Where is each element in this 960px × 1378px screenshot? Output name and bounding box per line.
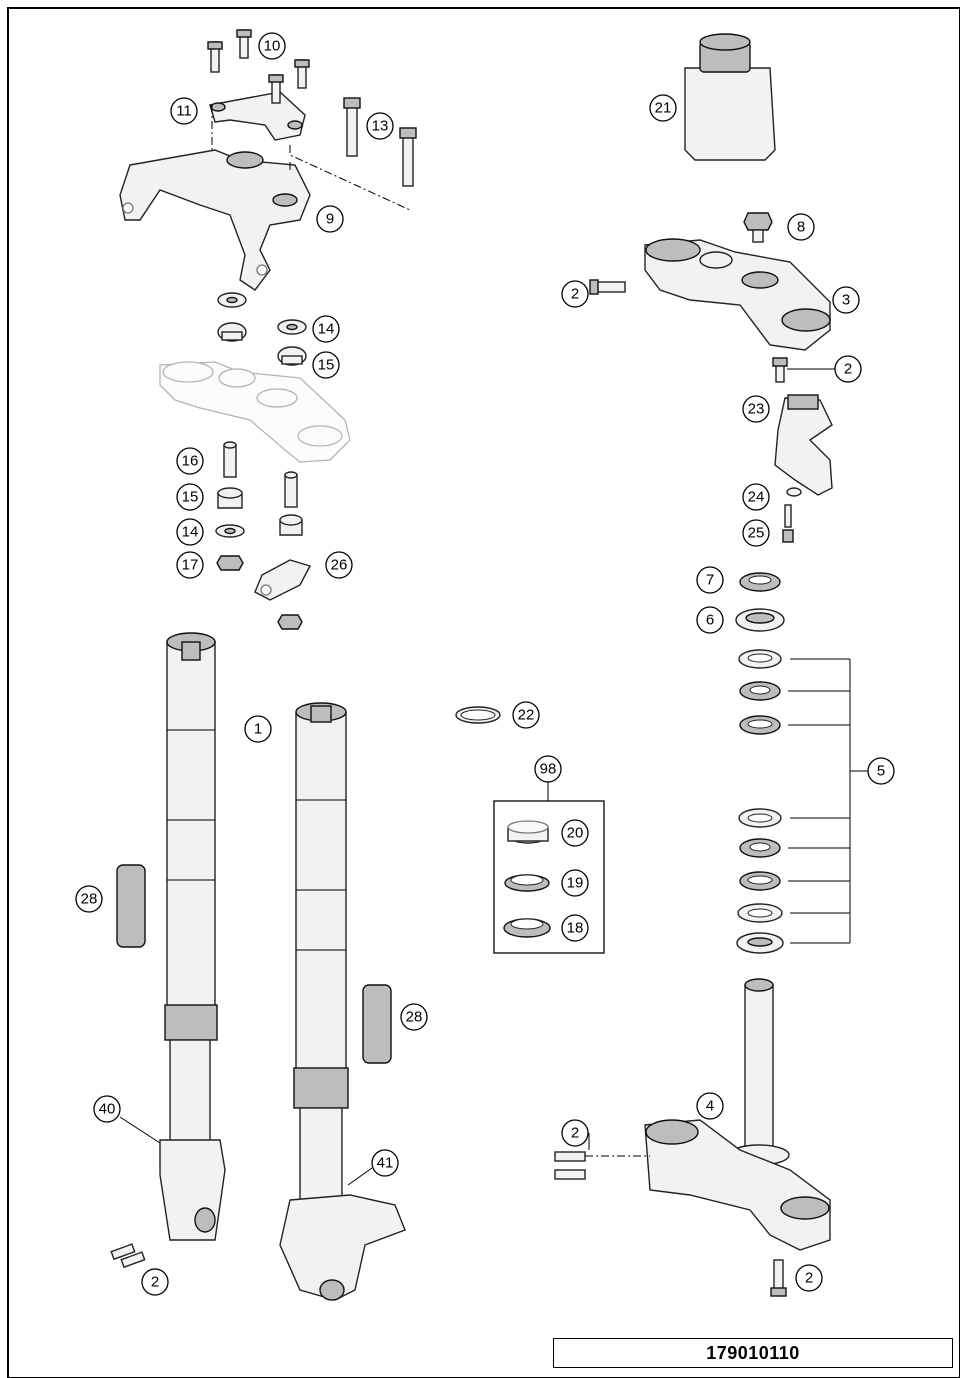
callout-2c: 2 [561,1119,589,1147]
callout-2b: 2 [834,355,862,383]
svg-text:13: 13 [372,118,389,135]
callout-14b: 14 [176,518,204,546]
svg-text:9: 9 [326,211,334,228]
callout-10: 10 [258,32,286,60]
lower-triple-clamp-part [554,978,831,1297]
fork-leg-right [279,702,406,1301]
svg-text:28: 28 [81,891,98,908]
callout-2d: 2 [795,1264,823,1292]
fork-pad-right [362,984,392,1064]
callout-24: 24 [742,483,770,511]
handlebar-bracket-part [119,149,311,291]
svg-text:19: 19 [567,875,584,892]
svg-text:2: 2 [571,1125,579,1142]
svg-text:24: 24 [748,489,765,506]
callout-2a: 2 [561,280,589,308]
svg-text:20: 20 [567,825,584,842]
callout-17: 17 [176,551,204,579]
svg-text:16: 16 [182,453,199,470]
bolts-top-left [207,29,417,187]
svg-text:15: 15 [318,357,335,374]
fork-leg-left [159,632,226,1241]
callout-98: 98 [534,755,562,783]
callout-8: 8 [787,213,815,241]
kit-box [493,800,605,954]
callout-3: 3 [832,286,860,314]
callout-25: 25 [742,519,770,547]
clamp-part [209,91,306,141]
callout-26: 26 [325,551,353,579]
callout-7: 7 [696,566,724,594]
small-parts-24-25 [782,487,802,543]
bearing-stack [735,572,785,954]
bolt-8-part [743,212,773,243]
svg-text:41: 41 [377,1155,394,1172]
callout-22: 22 [512,701,540,729]
callout-4: 4 [696,1092,724,1120]
callout-14a: 14 [312,315,340,343]
svg-text:7: 7 [706,572,714,589]
upper-triple-clamp-ghost [159,361,351,463]
svg-text:8: 8 [797,219,805,236]
group-5-leaders [788,658,868,944]
svg-text:17: 17 [182,557,199,574]
svg-text:6: 6 [706,612,714,629]
svg-text:21: 21 [655,100,672,117]
svg-text:2: 2 [571,286,579,303]
svg-text:98: 98 [540,761,557,778]
svg-text:10: 10 [264,38,281,55]
svg-text:28: 28 [406,1009,423,1026]
callout-15b: 15 [176,483,204,511]
svg-text:40: 40 [99,1101,116,1118]
callout-28b: 28 [400,1003,428,1031]
callout-41: 41 [371,1149,399,1177]
svg-text:2: 2 [805,1270,813,1287]
svg-text:18: 18 [567,920,584,937]
bolts-bottom-left [110,1243,146,1269]
lower-hardware-left [215,441,312,630]
page-border [7,7,960,1378]
callout-28a: 28 [75,885,103,913]
svg-text:23: 23 [748,401,765,418]
svg-text:5: 5 [877,763,885,780]
svg-text:14: 14 [182,524,199,541]
callout-6: 6 [696,606,724,634]
leader-lines [119,368,836,1186]
callout-40: 40 [93,1095,121,1123]
callout-5: 5 [867,757,895,785]
bracket-23-part [774,394,833,496]
callout-1: 1 [244,715,272,743]
washers-left [217,292,307,366]
catalog-number: 179010110 [706,1342,800,1363]
callout-21: 21 [649,94,677,122]
callout-20: 20 [561,819,589,847]
callout-9: 9 [316,205,344,233]
svg-text:1: 1 [254,721,262,738]
svg-text:22: 22 [518,707,535,724]
callout-16: 16 [176,447,204,475]
callout-19: 19 [561,869,589,897]
svg-text:3: 3 [842,292,850,309]
svg-text:2: 2 [844,361,852,378]
upper-triple-clamp-part [589,238,831,383]
svg-text:26: 26 [331,557,348,574]
svg-text:2: 2 [151,1274,159,1291]
callout-23: 23 [742,395,770,423]
callout-11: 11 [170,97,198,125]
svg-text:15: 15 [182,489,199,506]
oil-can-part [684,33,776,161]
svg-text:4: 4 [706,1098,714,1115]
callout-15a: 15 [312,351,340,379]
callout-13: 13 [366,112,394,140]
catalog-number-box: 179010110 [553,1338,953,1368]
kit-seals [503,820,551,938]
svg-text:11: 11 [176,103,192,120]
svg-text:25: 25 [748,525,765,542]
svg-text:14: 14 [318,321,335,338]
callout-2e: 2 [141,1268,169,1296]
fork-pad-left [116,864,146,948]
callout-18: 18 [561,914,589,942]
